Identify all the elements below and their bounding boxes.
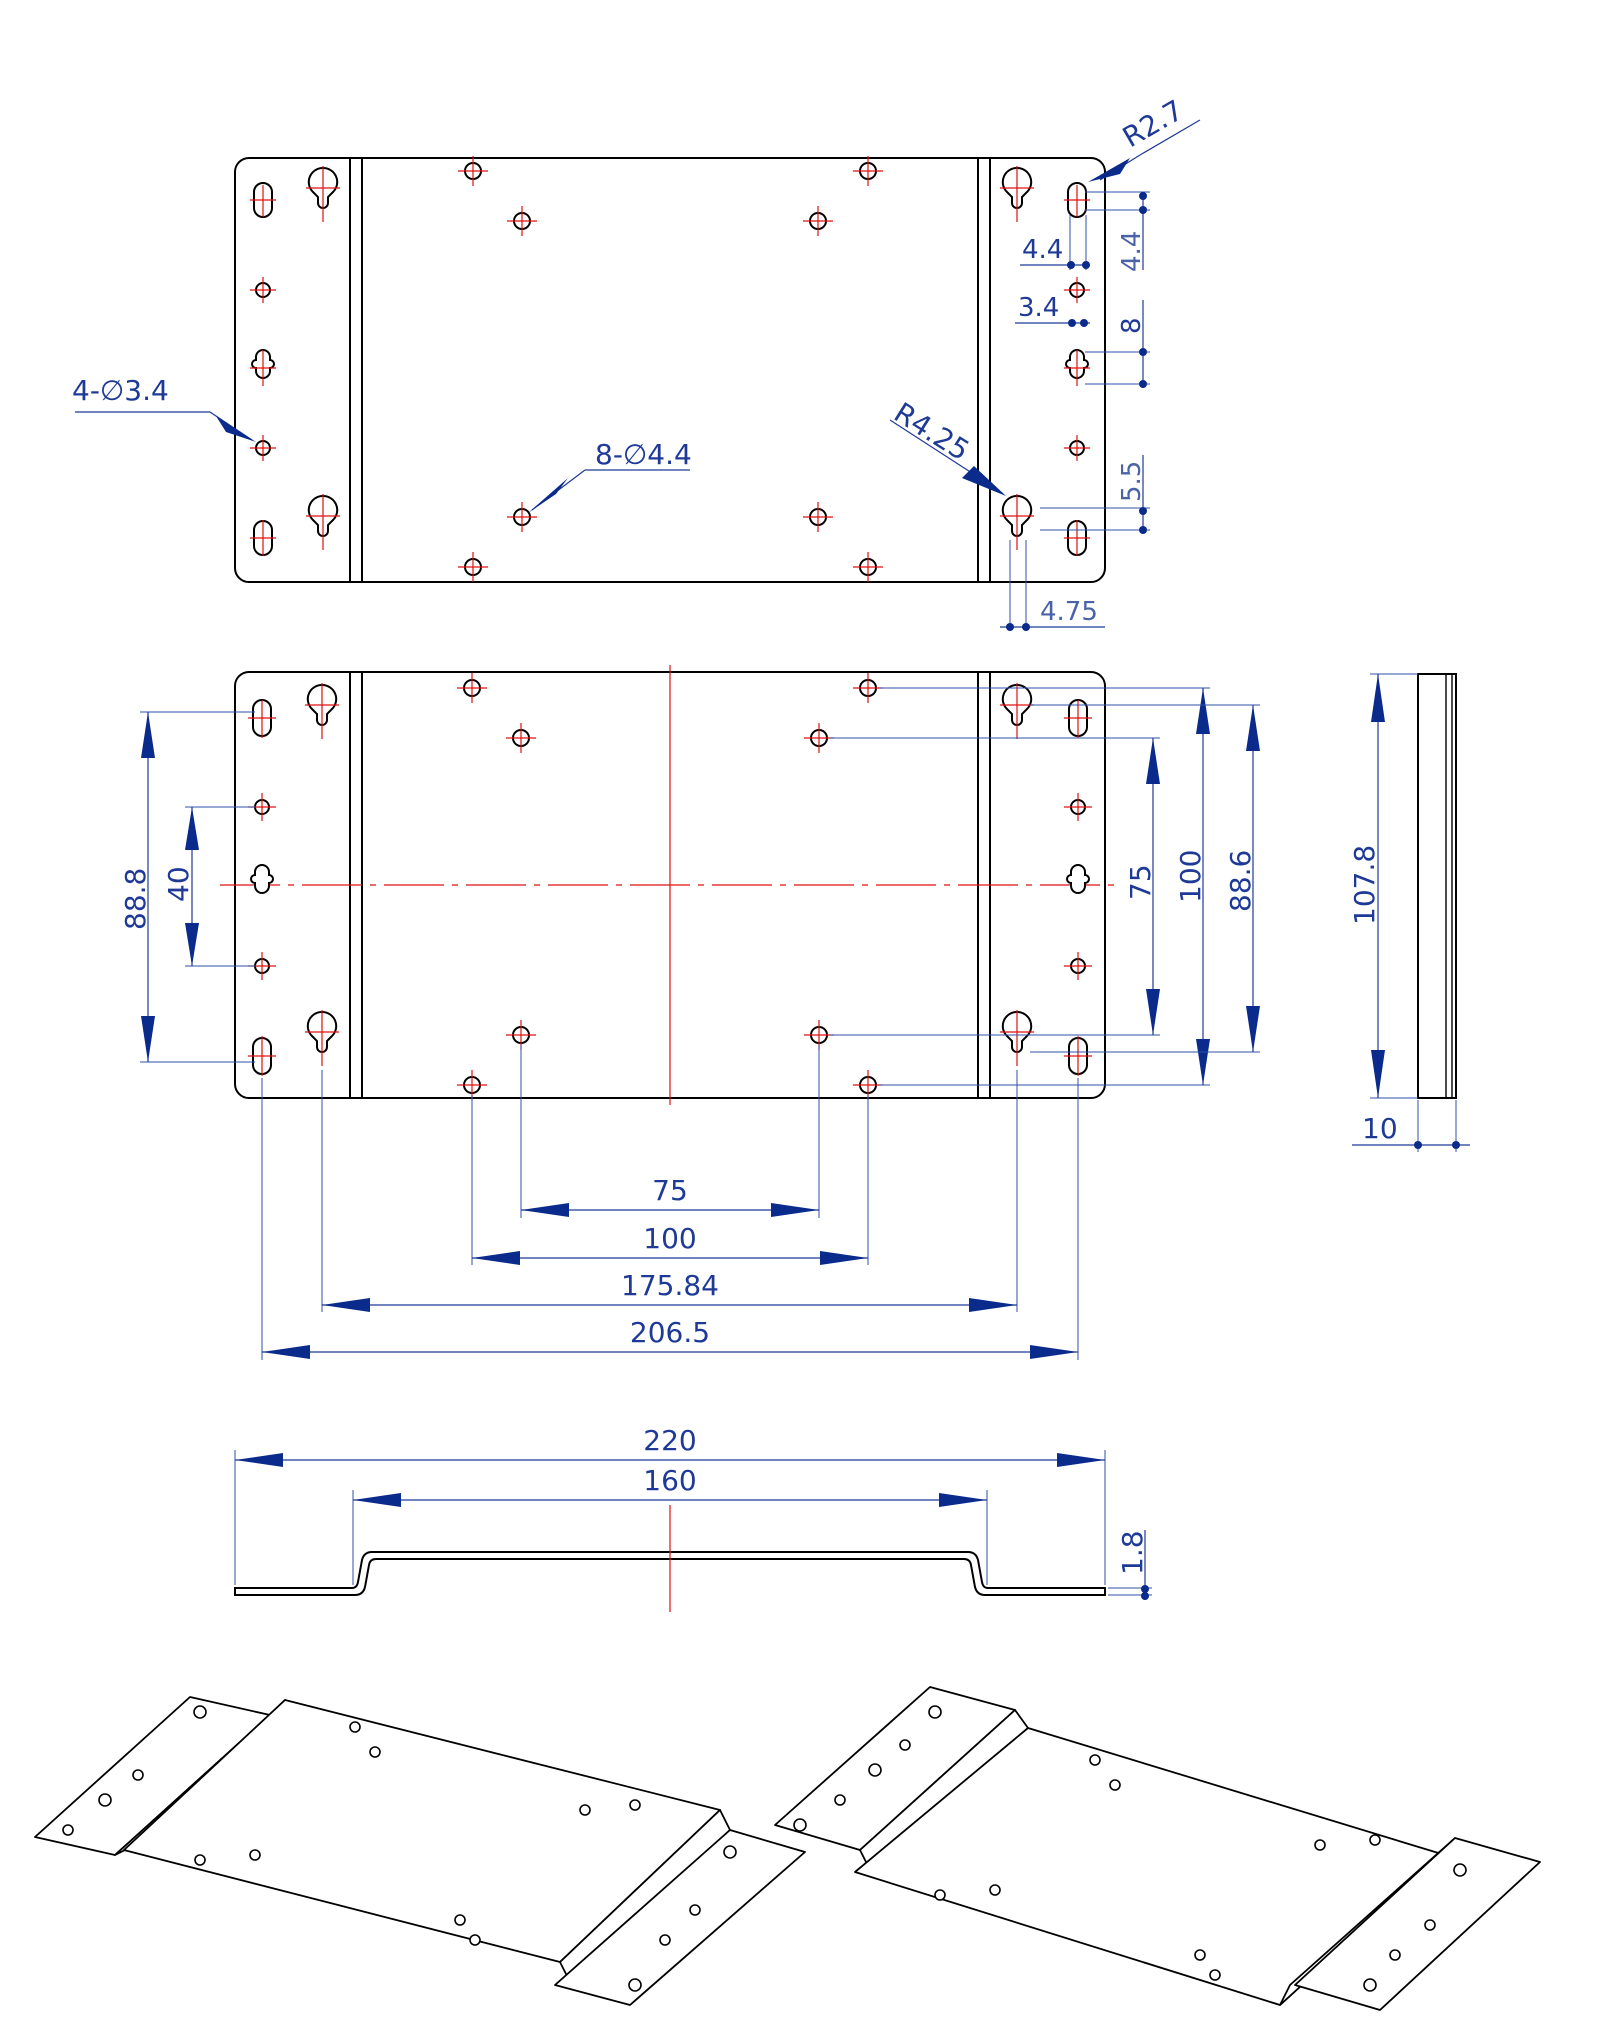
dim-206-5: 206.5 — [630, 1316, 710, 1349]
top-view-right-dims: 4.4 4.4 3.4 8 5.5 4.75 — [1000, 191, 1150, 631]
slot-length-dim: 4.4 — [1117, 231, 1147, 272]
front-right-dims: 75 100 88.6 — [830, 687, 1260, 1086]
dim-88-8: 88.8 — [119, 868, 152, 930]
top-center-holes — [464, 162, 877, 576]
top-right-flange-holes — [1001, 166, 1089, 556]
r4-25-label: R4.25 — [888, 396, 975, 467]
top-centerlines — [250, 156, 1090, 582]
front-left-dims: 88.8 40 — [119, 711, 255, 1063]
top-left-flange-holes — [251, 166, 339, 556]
top-view-plate-outline — [234, 157, 1106, 583]
front-right-flange-holes — [1001, 683, 1090, 1075]
front-left-flange-holes — [250, 683, 338, 1075]
r2-7-label: R2.7 — [1117, 93, 1189, 154]
holes-3-4-label: 4-∅3.4 — [72, 374, 169, 407]
front-crosshairs — [248, 673, 1092, 1100]
pitch-5-5-dim: 5.5 — [1117, 461, 1147, 502]
dim-107-8: 107.8 — [1348, 845, 1381, 925]
dim-100: 100 — [643, 1222, 696, 1255]
hole-dia-dim: 3.4 — [1018, 293, 1059, 323]
slot-width-dim: 4.4 — [1022, 235, 1063, 265]
dim-220: 220 — [643, 1424, 696, 1457]
dim-right-75: 75 — [1124, 864, 1157, 900]
side-view: 107.8 10 — [1348, 673, 1470, 1152]
dim-75: 75 — [652, 1174, 688, 1207]
holes-4-4-label: 8-∅4.4 — [595, 438, 692, 471]
dim-right-100: 100 — [1174, 850, 1207, 903]
dim-160: 160 — [643, 1464, 696, 1497]
isometric-view-left — [34, 1696, 806, 2006]
dim-right-88-6: 88.6 — [1224, 850, 1257, 912]
top-view: R2.7 4-∅3.4 8-∅4.4 R4.25 4.4 4.4 — [72, 93, 1201, 631]
front-bottom-dims: 75 100 175.84 206.5 — [261, 1045, 1079, 1360]
front-view: 88.8 40 75 100 88 — [119, 665, 1260, 1360]
pitch-8-dim: 8 — [1117, 317, 1147, 334]
dim-10: 10 — [1362, 1112, 1398, 1145]
keyhole-width-dim: 4.75 — [1040, 597, 1098, 627]
dim-40: 40 — [162, 866, 195, 902]
dim-175-84: 175.84 — [621, 1269, 719, 1302]
isometric-view-right — [774, 1686, 1541, 2011]
side-view-outline — [1417, 673, 1457, 1099]
section-profile — [234, 1551, 1106, 1596]
dim-1-8: 1.8 — [1116, 1530, 1149, 1575]
section-view: 220 160 1.8 — [234, 1424, 1152, 1612]
